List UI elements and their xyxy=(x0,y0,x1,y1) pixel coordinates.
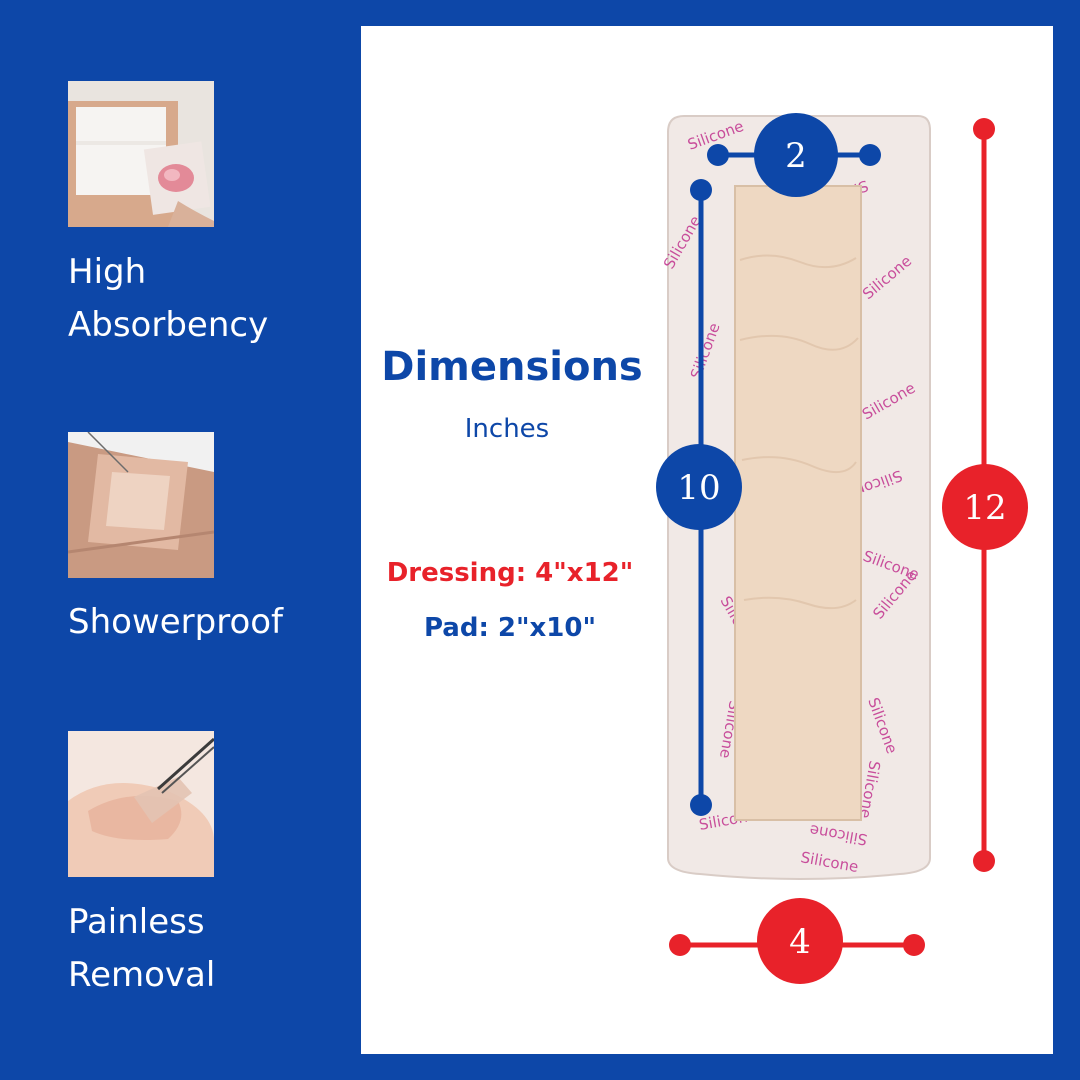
pad-width-marker xyxy=(754,113,838,197)
pad-width-value: 2 xyxy=(785,136,807,176)
dimensions-title: Dimensions xyxy=(381,344,643,390)
removal-image xyxy=(68,731,214,877)
absorbent-pad xyxy=(734,185,862,821)
pad-width-end-right xyxy=(859,144,881,166)
feature-sidebar: High Absorbency Showerproof Painless Rem… xyxy=(0,0,360,1080)
showerproof-image xyxy=(68,432,214,578)
pad-length-value: 10 xyxy=(677,468,720,508)
dressing-length-end-bottom xyxy=(973,850,995,872)
feature-label-showerproof: Showerproof xyxy=(68,602,284,642)
dressing-width-value: 4 xyxy=(789,922,811,962)
feature-label-absorbency: High Absorbency xyxy=(68,252,269,345)
dressing-size-label: Dressing: 4"x12" xyxy=(386,558,634,588)
pad-size-label: Pad: 2"x10" xyxy=(423,613,597,643)
dressing-length-value: 12 xyxy=(963,488,1006,528)
pad-length-end-bottom xyxy=(690,794,712,816)
pad-length-marker xyxy=(656,444,742,530)
feature-label-removal: Painless Removal xyxy=(68,902,216,995)
dressing-width-end-left xyxy=(669,934,691,956)
dressing-length-marker xyxy=(942,464,1028,550)
absorbency-image xyxy=(68,81,214,227)
pad-width-end-left xyxy=(707,144,729,166)
dressing-width-end-right xyxy=(903,934,925,956)
dressing-width-marker xyxy=(757,898,843,984)
pad-length-end-top xyxy=(690,179,712,201)
dressing-length-end-top xyxy=(973,118,995,140)
units-label: Inches xyxy=(464,414,550,444)
